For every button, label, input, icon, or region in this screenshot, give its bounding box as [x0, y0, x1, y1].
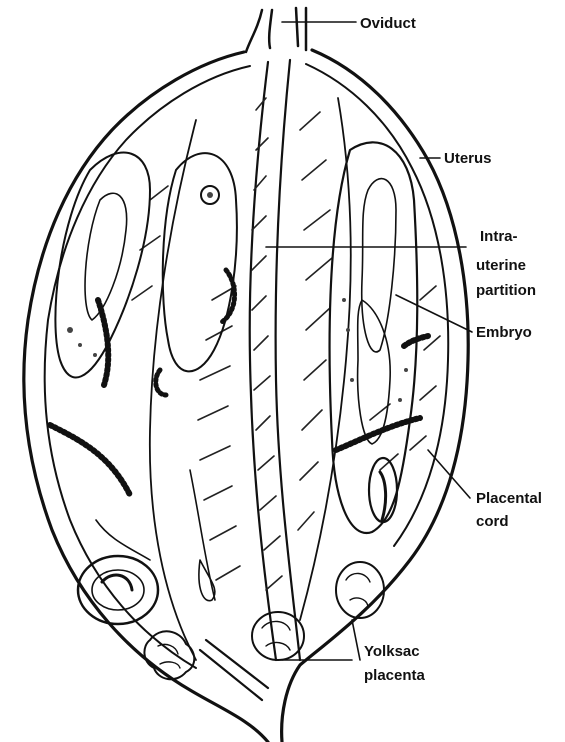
label-placental-cord-line2: cord [476, 513, 509, 530]
label-partition-line2: uterine [476, 257, 526, 274]
partition-hatching [132, 98, 440, 590]
label-yolksac-line2: placenta [364, 667, 426, 684]
uterus-wall [24, 50, 468, 742]
intrauterine-partition [150, 60, 351, 660]
left-embryo [55, 153, 150, 378]
right-embryo [330, 142, 418, 533]
label-partition-line3: partition [476, 282, 536, 299]
label-uterus: Uterus [444, 150, 492, 167]
label-partition-line1: Intra- [480, 228, 518, 245]
label-yolksac-line1: Yolksac [364, 643, 420, 660]
yolksac-placenta [144, 562, 384, 679]
label-embryo: Embryo [476, 324, 532, 341]
uterus-neck [200, 640, 268, 700]
label-oviduct: Oviduct [360, 15, 416, 32]
label-placental-cord-line1: Placental [476, 490, 542, 507]
left-lower-embryo [78, 520, 158, 624]
middle-embryo [156, 153, 237, 601]
left-placental-cord [50, 300, 130, 495]
oviduct-tube [246, 8, 306, 52]
